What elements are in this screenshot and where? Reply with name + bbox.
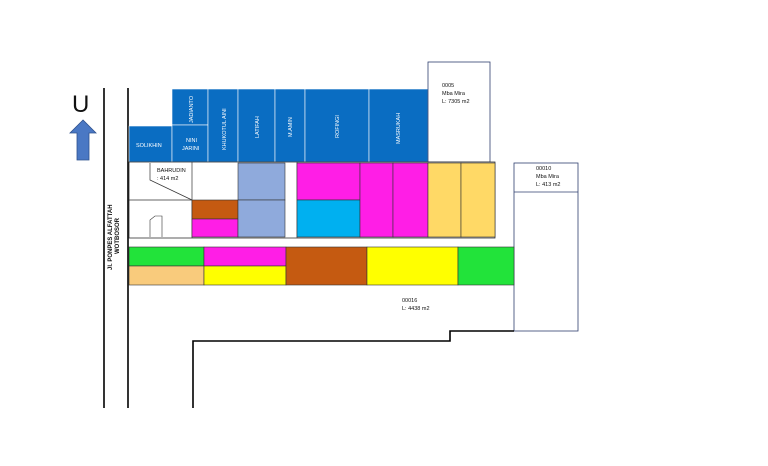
parcel-0005-area: L: 7305 m2	[442, 99, 470, 105]
parcel-m-amin	[274, 88, 306, 163]
parcel-00016-area: L: 4438 m2	[402, 306, 430, 312]
parcel-magenta-lower	[203, 246, 287, 267]
parcel-yellow-large	[366, 246, 459, 286]
parcel-rofingi	[304, 88, 370, 163]
parcel-magenta-col2	[392, 162, 429, 238]
parcel-khukotul-aini-label: KHUKOTUL AINI	[222, 108, 228, 150]
parcel-nini-jarini	[171, 124, 209, 163]
parcel-jadianto	[171, 88, 209, 126]
parcel-solikhin-label: SOLIKHIN	[136, 143, 162, 149]
parcel-0005-owner: Mba Mira	[442, 91, 466, 97]
parcel-nini-jarini-line2: JARINI	[182, 146, 200, 152]
parcel-bahrudin-name: BAHRUDIN	[157, 168, 186, 174]
parcel-00010	[513, 162, 579, 332]
parcel-green-right	[457, 246, 515, 286]
parcel-cyan	[296, 199, 361, 238]
parcel-lightorange-left	[128, 265, 205, 286]
parcel-masrukah-label: MASRUKAH	[396, 113, 402, 144]
parcel-0005-id: 0005	[442, 83, 454, 89]
road-label-line2: WOTBOSOR	[115, 217, 121, 254]
parcel-rofingi-label: ROFINGI	[335, 115, 341, 138]
parcel-peach-col2	[460, 162, 496, 238]
parcel-peach-col1	[427, 162, 462, 238]
parcel-bahrudin-area: : 414 m2	[157, 176, 178, 182]
parcel-m-amin-label: M.AMIN	[288, 117, 294, 137]
parcel-lightblue-top	[237, 162, 286, 201]
parcel-green-left	[128, 246, 205, 267]
parcel-brown-small	[191, 199, 239, 220]
parcel-latifah-label: LATIFAH	[255, 116, 261, 138]
north-letter: U	[72, 91, 89, 118]
parcel-00010-area: L: 413 m2	[536, 182, 560, 188]
parcel-0005	[427, 61, 491, 163]
parcel-00016-id: 00016	[402, 298, 417, 304]
parcel-yellow-lower	[203, 265, 287, 286]
parcel-jadianto-label: JADIANTO	[189, 95, 195, 123]
parcel-lightblue-bottom	[237, 199, 286, 238]
parcel-brown-lower	[285, 246, 368, 286]
parcel-00016-boundary	[192, 330, 514, 408]
parcel-00010-id: 00010	[536, 166, 551, 172]
parcel-magenta-large	[296, 162, 361, 201]
parcel-magenta-small	[191, 218, 239, 238]
small-structure-icon	[149, 215, 163, 237]
parcel-magenta-col1	[359, 162, 394, 238]
parcel-nini-jarini-line1: NINI	[186, 138, 197, 144]
parcel-khukotul-aini	[207, 88, 239, 163]
north-arrow-icon	[69, 119, 97, 161]
parcel-00010-owner: Mba Mira	[536, 174, 560, 180]
road-label-line1: Jl. PONPES ALFATTAH	[108, 204, 114, 270]
parcel-solikhin	[128, 125, 173, 163]
parcel-bahrudin-outline	[149, 163, 193, 201]
